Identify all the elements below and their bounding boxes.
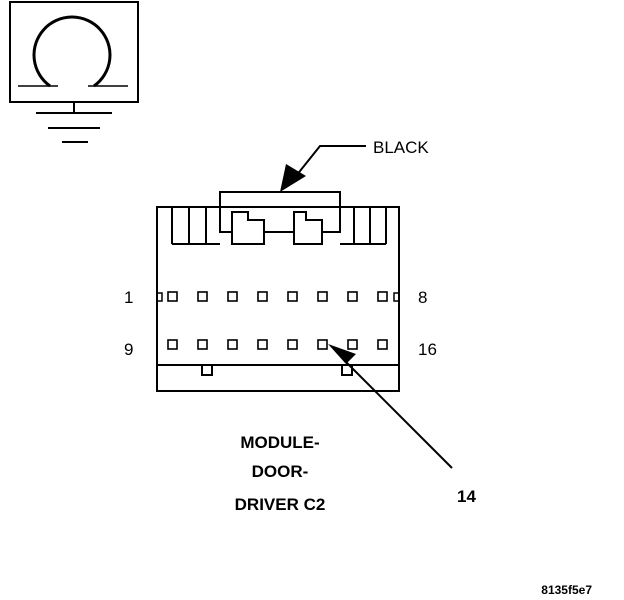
latch-notch-left	[201, 365, 213, 376]
pin-row-top	[167, 291, 388, 302]
pin-callout-arrowhead	[328, 344, 356, 364]
side-key-left	[156, 292, 163, 302]
pin-cavity-7	[347, 291, 358, 302]
color-callout-leader	[295, 145, 366, 177]
module-name-line-2: DOOR-	[252, 462, 309, 481]
pin-cavity-3	[227, 291, 238, 302]
pin-callout-label: 14	[457, 487, 476, 506]
pin-cavity-5	[287, 291, 298, 302]
pin-callout: 14	[328, 344, 476, 506]
pin-cavity-12	[257, 339, 268, 350]
pin-label-16: 16	[418, 340, 437, 359]
pin-cavity-8	[377, 291, 388, 302]
color-callout: BLACK	[280, 138, 429, 192]
pin-cavity-16	[377, 339, 388, 350]
pin-row-bottom	[167, 339, 388, 350]
pin-cavity-11	[227, 339, 238, 350]
pin-cavity-9	[167, 339, 178, 350]
pin-cavity-14	[317, 339, 328, 350]
side-key-right	[393, 292, 400, 302]
pin-cavity-2	[197, 291, 208, 302]
ground-symbol-loop	[32, 15, 112, 88]
pin-label-8: 8	[418, 288, 427, 307]
pin-label-9: 9	[124, 340, 133, 359]
ground-symbol	[9, 1, 139, 143]
pin-cavity-13	[287, 339, 298, 350]
housing-outline	[156, 206, 400, 392]
pin-label-1: 1	[124, 288, 133, 307]
pin-callout-leader	[343, 359, 453, 469]
locking-tab	[219, 191, 341, 207]
locking-tab-inner	[231, 211, 323, 232]
color-label: BLACK	[373, 138, 429, 157]
locking-tab-profile	[219, 207, 341, 245]
module-name-line-3: DRIVER C2	[235, 495, 326, 514]
pin-cavity-10	[197, 339, 208, 350]
pin-cavity-15	[347, 339, 358, 350]
pin-cavity-1	[167, 291, 178, 302]
figure-id: 8135f5e7	[541, 583, 592, 597]
color-callout-arrowhead	[280, 164, 306, 192]
connector-housing	[156, 191, 400, 392]
module-name-line-1: MODULE-	[240, 433, 319, 452]
latch-notch-right	[341, 365, 353, 376]
pin-cavity-4	[257, 291, 268, 302]
pin-cavity-6	[317, 291, 328, 302]
